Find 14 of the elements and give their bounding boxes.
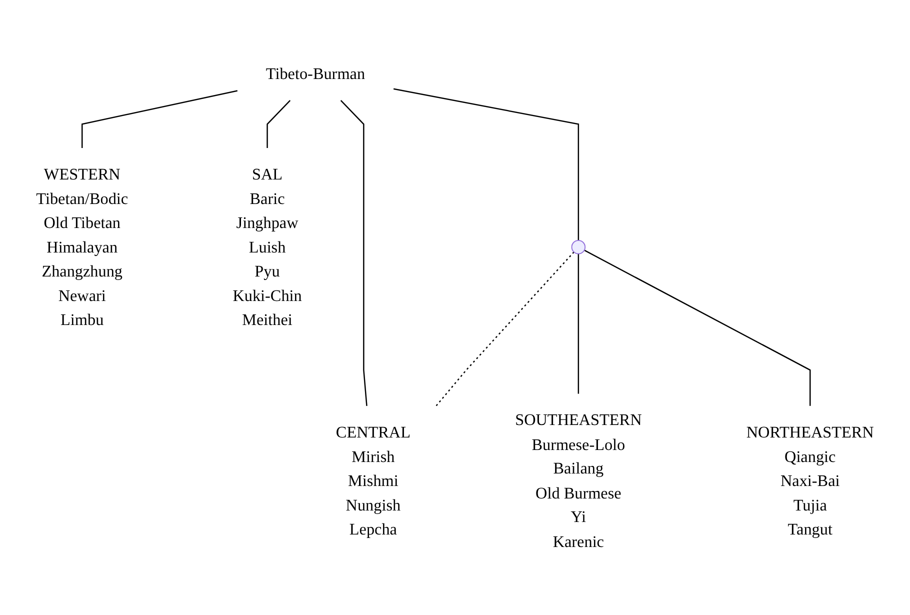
- node-text: CENTRAL Mirish Mishmi Nungish Lepcha: [336, 422, 410, 538]
- connector: [584, 249, 811, 406]
- connector: [578, 254, 580, 394]
- connector: [266, 100, 291, 148]
- node-text: WESTERN Tibetan/Bodic Old Tibetan Himalayan Zhangzhung Newari Limbu: [36, 164, 128, 328]
- connector: [82, 90, 238, 148]
- connector: [393, 88, 580, 240]
- node-circle: [571, 240, 586, 254]
- node-text: Tibeto-Burman: [266, 64, 366, 83]
- connector: [436, 251, 574, 406]
- connector: [340, 100, 368, 406]
- node-text: SOUTHEASTERN Burmese-Lolo Bailang Old Burmese Yi Karenic: [515, 410, 642, 550]
- node-text: NORTHEASTERN Qiangic Naxi-Bai Tujia Tangut: [746, 422, 874, 538]
- node-text: SAL Baric Jinghpaw Luish Pyu Kuki-Chin Meithei: [232, 164, 302, 328]
